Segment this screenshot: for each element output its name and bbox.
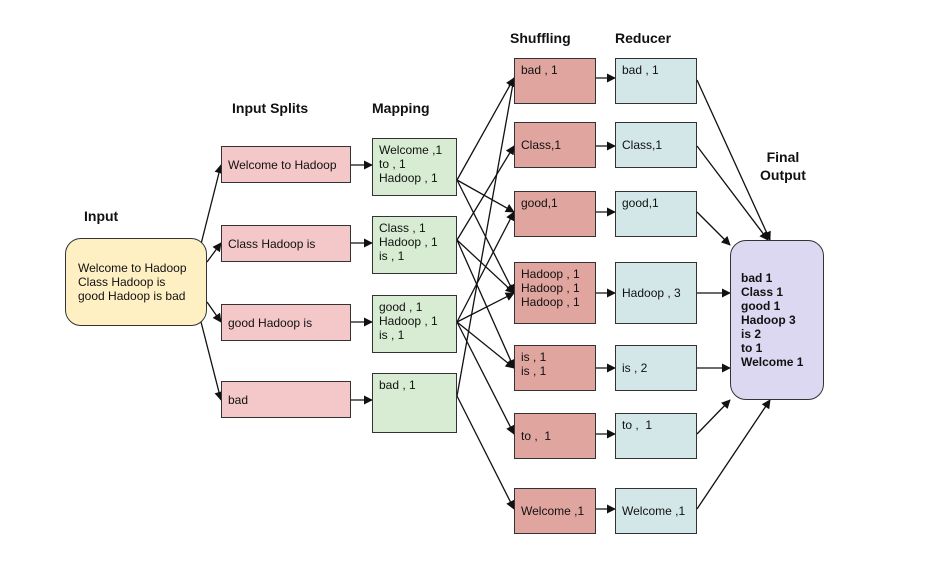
flow-arrow — [696, 145, 769, 241]
shuffling-box: Welcome ,1 — [514, 488, 596, 534]
flow-arrow — [206, 301, 222, 323]
flow-arrow — [456, 395, 515, 510]
shuffling-box: is , 1 is , 1 — [514, 345, 596, 391]
flow-arrow — [456, 77, 515, 181]
flow-arrow — [456, 77, 518, 397]
flow-arrow — [199, 164, 224, 249]
mapping-box: Class , 1 Hadoop , 1 is , 1 — [372, 216, 457, 274]
mapping-header: Mapping — [372, 100, 430, 116]
split-box: good Hadoop is — [221, 304, 351, 341]
final-output-header: Final Output — [760, 149, 806, 183]
flow-arrow — [456, 321, 515, 435]
flow-arrow — [456, 211, 515, 323]
shuffling-box: good,1 — [514, 191, 596, 237]
input-header: Input — [84, 208, 119, 224]
mapping-box: Welcome ,1 to , 1 Hadoop , 1 — [372, 138, 457, 196]
flow-arrow — [206, 242, 222, 263]
mapping-box: bad , 1 — [372, 373, 457, 433]
shuffling-box: to , 1 — [514, 413, 596, 459]
flow-arrow — [456, 292, 515, 323]
reducer-box: to , 1 — [615, 413, 697, 459]
flow-arrow — [696, 399, 771, 510]
reducer-header: Reducer — [615, 30, 672, 46]
shuffling-box: Hadoop , 1 Hadoop , 1 Hadoop , 1 — [514, 262, 596, 324]
flow-arrow — [199, 317, 224, 401]
flow-arrow — [456, 321, 515, 369]
split-box: Welcome to Hadoop — [221, 146, 351, 183]
reducer-box: bad , 1 — [615, 58, 697, 104]
shuffling-box: Class,1 — [514, 122, 596, 168]
flow-arrow — [696, 211, 731, 246]
input-splits-header: Input Splits — [232, 100, 309, 116]
final-output-box: bad 1 Class 1 good 1 Hadoop 3 is 2 to 1 … — [730, 240, 824, 400]
reducer-box: Class,1 — [615, 122, 697, 168]
input-box: Welcome to Hadoop Class Hadoop is good H… — [65, 238, 207, 326]
flow-arrow — [456, 179, 515, 213]
flow-arrow — [696, 79, 771, 241]
flow-arrow — [696, 399, 731, 435]
split-box: Class Hadoop is — [221, 225, 351, 262]
reducer-box: Hadoop , 3 — [615, 262, 697, 324]
flow-arrow — [456, 145, 515, 241]
shuffling-box: bad , 1 — [514, 58, 596, 104]
reducer-box: is , 2 — [615, 345, 697, 391]
reducer-box: good,1 — [615, 191, 697, 237]
split-box: bad — [221, 381, 351, 418]
flow-arrow — [456, 239, 515, 369]
reducer-box: Welcome ,1 — [615, 488, 697, 534]
mapping-box: good , 1 Hadoop , 1 is , 1 — [372, 295, 457, 353]
shuffling-header: Shuffling — [510, 30, 571, 46]
